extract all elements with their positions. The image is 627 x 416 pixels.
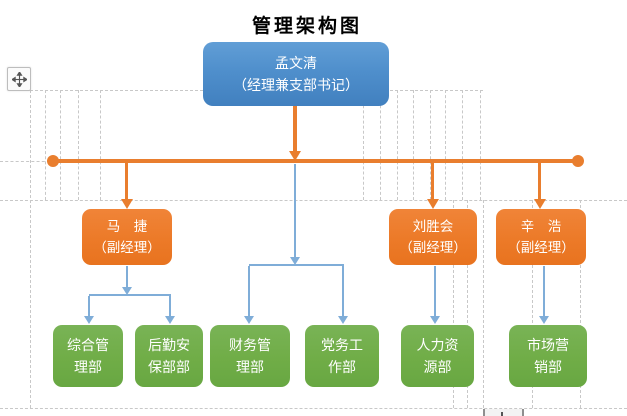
org-node-dept-2-line2: 保部部: [148, 359, 190, 375]
connector-center-crossbar: [249, 264, 344, 266]
connector-arrowhead-dept-6: [539, 316, 549, 324]
table-gridline: [100, 90, 101, 200]
org-node-dept-2[interactable]: 后勤安 保部部: [135, 325, 203, 387]
table-gridline: [483, 200, 484, 408]
connector-crossbar: [53, 159, 578, 163]
page-title: 管理架构图: [251, 15, 362, 37]
connector-arrowhead-dept-4: [338, 316, 348, 324]
connector-drop-deputy-1: [125, 163, 128, 200]
org-node-deputy-3-name: 辛 浩: [520, 219, 562, 234]
connector-endpoint-dot-left: [47, 155, 59, 167]
cell-cursor-tick: [501, 412, 503, 416]
table-gridline: [467, 200, 468, 408]
connector-drop-dept-1: [88, 296, 90, 316]
table-gridline: [413, 90, 414, 200]
org-node-dept-6[interactable]: 市场营 销部: [509, 325, 587, 387]
partial-table-cell: [483, 409, 524, 416]
connector-drop-dept-2: [169, 296, 171, 316]
org-node-dept-5[interactable]: 人力资 源部: [401, 325, 474, 387]
connector-drop-deputy-2: [431, 163, 434, 200]
org-node-dept-2-line1: 后勤安: [148, 337, 190, 353]
table-move-handle[interactable]: [7, 67, 31, 91]
org-node-root-name: 孟文清: [275, 55, 317, 71]
connector-drop-deputy-3: [538, 163, 541, 200]
table-gridline: [363, 90, 364, 200]
connector-arrowhead-dept-1: [84, 316, 94, 324]
connector-center-stem-arrowhead: [290, 257, 300, 265]
org-node-dept-5-line1: 人力资: [416, 337, 459, 353]
connector-arrowhead-deputy-1: [120, 199, 133, 209]
org-node-dept-4-line1: 党务工: [321, 337, 363, 353]
table-gridline: [532, 200, 533, 408]
org-node-deputy-1[interactable]: 马 捷 （副经理）: [82, 209, 172, 265]
connector-root-arrowhead: [289, 151, 301, 161]
table-gridline: [78, 90, 79, 200]
connector-arrowhead-dept-5: [430, 316, 440, 324]
org-node-dept-3[interactable]: 财务管 理部: [210, 325, 290, 387]
org-node-dept-1-line2: 理部: [74, 359, 102, 375]
connector-arrowhead-deputy-2: [426, 199, 439, 209]
table-gridline: [60, 90, 61, 200]
org-node-dept-3-line1: 财务管: [229, 337, 271, 353]
connector-arrowhead-dept-3: [244, 316, 254, 324]
connector-drop-dept-6: [543, 266, 545, 316]
connector-drop-dept-4: [342, 266, 344, 316]
org-node-deputy-2-name: 刘胜会: [412, 219, 454, 234]
table-gridline: [0, 161, 50, 162]
connector-arrowhead-dept-2: [165, 316, 175, 324]
connector-root-drop: [293, 106, 297, 152]
table-gridline: [0, 408, 627, 409]
connector-drop-dept-3: [248, 266, 250, 316]
org-node-deputy-2-role: （副经理）: [399, 240, 467, 255]
table-gridline: [480, 90, 481, 200]
org-node-dept-1-line1: 综合管: [67, 337, 109, 353]
connector-deputy1-crossbar: [89, 294, 171, 296]
table-gridline: [380, 90, 381, 200]
table-gridline: [0, 200, 627, 201]
org-node-root-role: （经理兼支部书记）: [233, 77, 359, 93]
org-node-dept-4-line2: 作部: [328, 359, 356, 375]
table-gridline: [430, 90, 431, 200]
org-node-dept-6-line2: 销部: [534, 359, 562, 375]
org-node-dept-1[interactable]: 综合管 理部: [53, 325, 123, 387]
connector-drop-dept-5: [434, 266, 436, 316]
table-gridline: [580, 200, 581, 408]
org-node-root[interactable]: 孟文清 （经理兼支部书记）: [203, 42, 389, 106]
org-node-deputy-1-name: 马 捷: [106, 219, 148, 234]
table-gridline: [45, 90, 46, 200]
connector-center-stem: [294, 164, 296, 258]
org-node-dept-5-line2: 源部: [423, 359, 452, 375]
org-node-deputy-3-role: （副经理）: [507, 240, 575, 255]
table-gridline: [397, 90, 398, 200]
connector-endpoint-dot-right: [572, 155, 584, 167]
table-gridline: [30, 90, 31, 408]
connector-arrowhead-deputy-3: [533, 199, 546, 209]
org-node-deputy-2[interactable]: 刘胜会 （副经理）: [389, 209, 477, 265]
connector-deputy1-stem: [126, 266, 128, 288]
table-gridline: [462, 90, 463, 200]
org-node-dept-6-line1: 市场营: [527, 337, 569, 353]
org-node-deputy-1-role: （副经理）: [93, 240, 161, 255]
org-node-dept-4[interactable]: 党务工 作部: [305, 325, 379, 387]
org-node-deputy-3[interactable]: 辛 浩 （副经理）: [496, 209, 586, 265]
table-gridline: [445, 90, 446, 200]
move-icon: [11, 71, 27, 87]
connector-deputy1-stem-arrowhead: [122, 287, 132, 295]
org-node-dept-3-line2: 理部: [236, 359, 264, 375]
table-gridline: [453, 200, 454, 408]
